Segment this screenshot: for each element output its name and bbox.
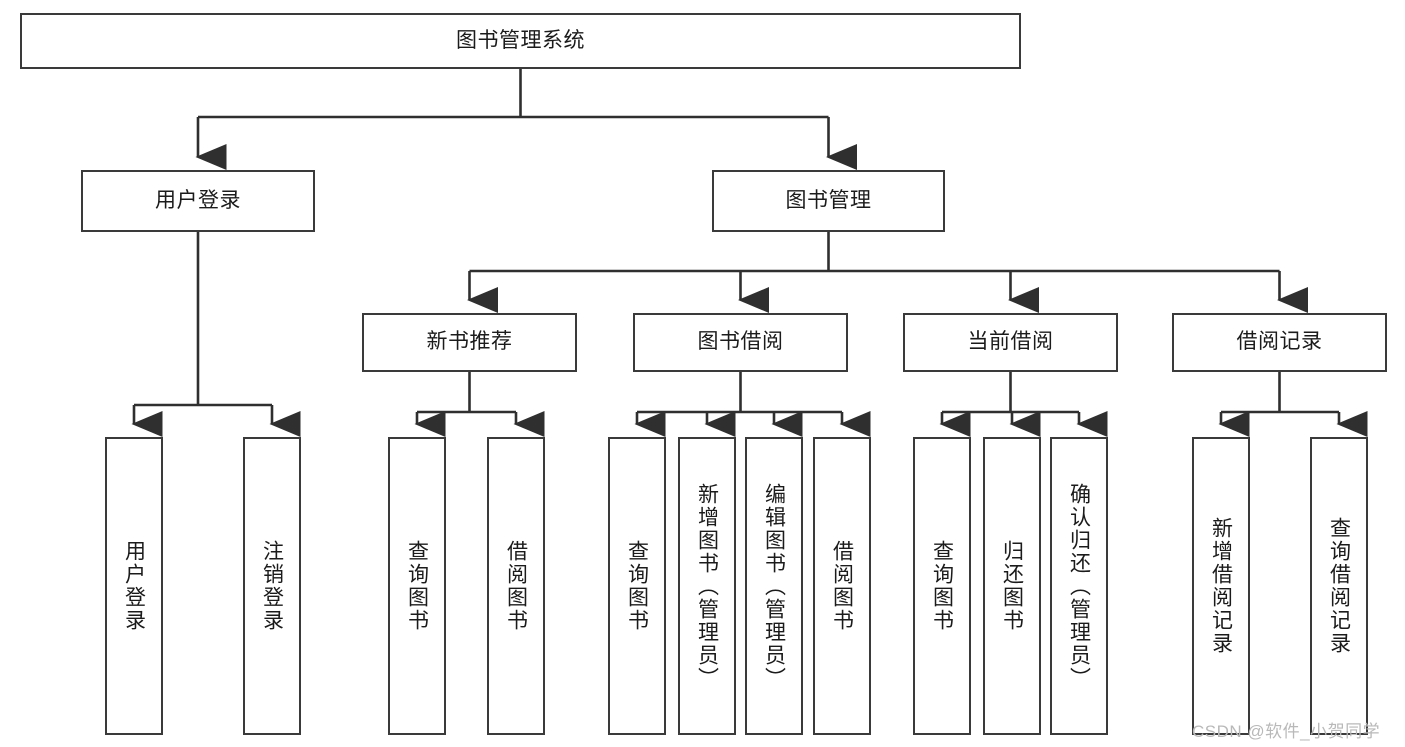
node-leaf-borrow-add-book[interactable]: 新增图书（管理员） (678, 437, 736, 735)
node-label-leaf-current-return-book: 归还图书 (1000, 540, 1024, 632)
node-book-borrow[interactable]: 图书借阅 (633, 313, 848, 372)
node-label-leaf-user-login: 用户登录 (122, 540, 146, 632)
node-current-borrow[interactable]: 当前借阅 (903, 313, 1118, 372)
node-label-leaf-recommend-borrow-book: 借阅图书 (504, 540, 528, 632)
node-label-new-book-recommend: 新书推荐 (426, 330, 513, 354)
node-label-leaf-record-add: 新增借阅记录 (1209, 517, 1233, 655)
node-leaf-record-add[interactable]: 新增借阅记录 (1192, 437, 1250, 735)
node-leaf-recommend-borrow-book[interactable]: 借阅图书 (487, 437, 545, 735)
node-leaf-record-query[interactable]: 查询借阅记录 (1310, 437, 1368, 735)
node-label-user-login: 用户登录 (155, 188, 241, 212)
node-label-book-management: 图书管理 (785, 188, 872, 212)
node-label-borrow-records: 借阅记录 (1236, 330, 1323, 354)
node-root[interactable]: 图书管理系统 (20, 13, 1021, 69)
node-label-leaf-user-logout: 注销登录 (260, 540, 284, 632)
node-leaf-current-return-book[interactable]: 归还图书 (983, 437, 1041, 735)
csdn-watermark: CSDN @软件_小贺同学 (1192, 722, 1381, 741)
node-label-leaf-borrow-query-book: 查询图书 (625, 540, 649, 632)
node-leaf-borrow-query-book[interactable]: 查询图书 (608, 437, 666, 735)
node-label-leaf-borrow-add-book: 新增图书（管理员） (695, 482, 719, 690)
node-label-leaf-borrow-edit-book: 编辑图书（管理员） (762, 482, 786, 690)
node-label-leaf-record-query: 查询借阅记录 (1327, 517, 1351, 655)
node-leaf-user-logout[interactable]: 注销登录 (243, 437, 301, 735)
node-leaf-current-confirm-return[interactable]: 确认归还（管理员） (1050, 437, 1108, 735)
node-user-login[interactable]: 用户登录 (81, 170, 315, 232)
node-leaf-recommend-query-book[interactable]: 查询图书 (388, 437, 446, 735)
node-label-leaf-current-confirm-return: 确认归还（管理员） (1067, 482, 1091, 690)
node-label-leaf-borrow-borrow-book: 借阅图书 (830, 540, 854, 632)
node-label-current-borrow: 当前借阅 (967, 330, 1054, 354)
node-label-leaf-recommend-query-book: 查询图书 (405, 540, 429, 632)
node-leaf-user-login[interactable]: 用户登录 (105, 437, 163, 735)
node-label-leaf-current-query-book: 查询图书 (930, 540, 954, 632)
node-leaf-current-query-book[interactable]: 查询图书 (913, 437, 971, 735)
node-book-management[interactable]: 图书管理 (712, 170, 945, 232)
node-leaf-borrow-borrow-book[interactable]: 借阅图书 (813, 437, 871, 735)
node-label-root: 图书管理系统 (456, 28, 585, 52)
node-new-book-recommend[interactable]: 新书推荐 (362, 313, 577, 372)
node-label-book-borrow: 图书借阅 (697, 330, 784, 354)
node-leaf-borrow-edit-book[interactable]: 编辑图书（管理员） (745, 437, 803, 735)
node-borrow-records[interactable]: 借阅记录 (1172, 313, 1387, 372)
